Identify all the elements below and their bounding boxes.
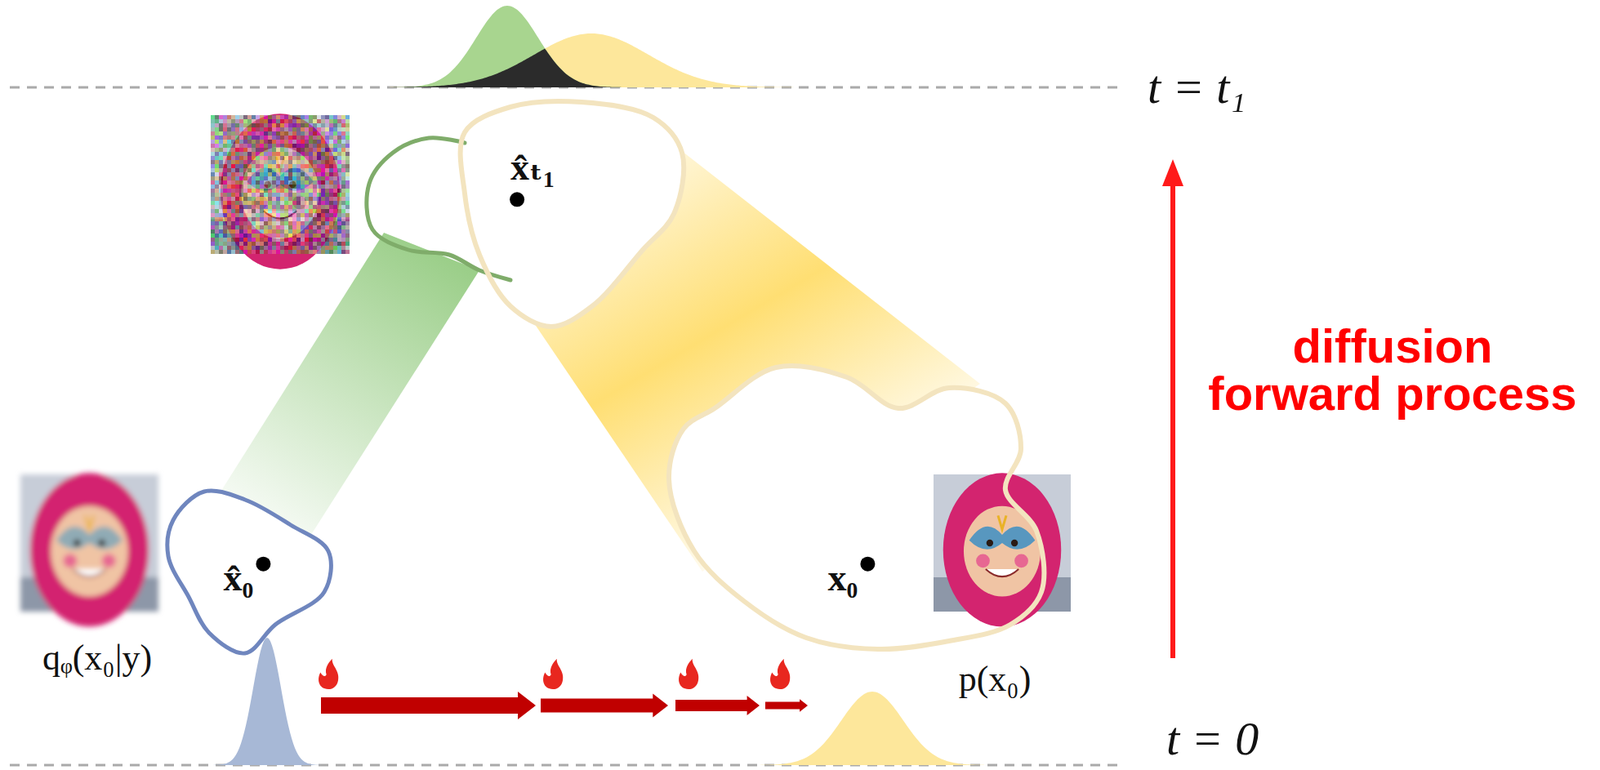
update-arrow [765,699,808,712]
region-blob: x̂ₜ₁ [456,93,691,335]
flame-icon [318,659,339,690]
update-arrow [540,694,669,718]
update-arrow [675,695,760,716]
gaussian-curve [748,691,997,766]
region-blob: x₀p(x₀) [660,359,1050,658]
gaussian-overlap [383,49,820,88]
flame-icon [543,659,563,690]
face-photo [933,472,1071,627]
region-fill [167,490,331,654]
gaussian-curve [211,637,323,766]
face-photo [210,113,350,269]
point-label: x̂ₜ₁ [510,147,555,189]
distribution-label: p(x₀) [958,659,1032,700]
time-label: t = t₁ [1147,61,1247,114]
flame-icon [770,659,790,690]
sample-dot [860,557,875,572]
face-photo [20,472,159,627]
update-arrow [320,691,536,720]
gaussian-curve [362,33,821,88]
flame-icon [678,659,699,690]
blob-path [167,490,331,654]
blob-path [668,365,1044,650]
process-label: diffusion forward process [1203,322,1582,418]
time-label: t = 0 [1166,713,1259,766]
point-label: x₀ [828,557,859,600]
distribution-label: qᵩ(x₀|y) [42,638,152,678]
process-arrow [1170,181,1176,659]
arrow-head [1162,159,1184,187]
blob-outline [660,359,1050,658]
region-fill [460,101,685,327]
blob-path [460,101,685,327]
region-outline [366,138,511,281]
blob-outline [456,93,691,335]
sample-dot [255,557,271,572]
sample-dot [509,191,525,207]
region-blob: x̂₀qᵩ(x₀|y) [160,483,337,662]
point-label: x̂₀ [223,557,255,600]
